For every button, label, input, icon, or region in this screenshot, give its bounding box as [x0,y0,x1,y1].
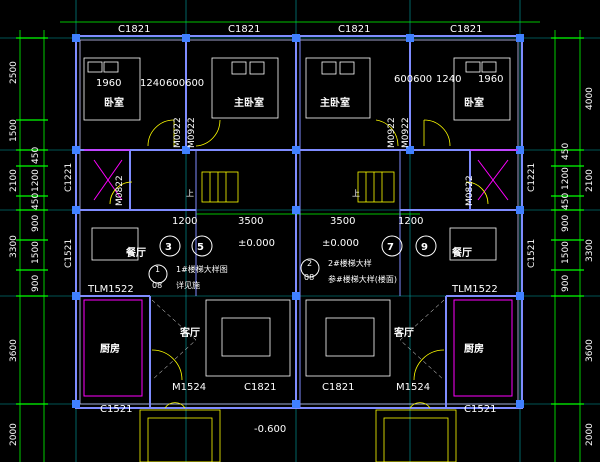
living-hatching [151,299,445,381]
dim-right-3: 1200 [561,167,571,190]
dim-right-9: 900 [561,275,571,292]
dim-left-12: 2000 [9,423,19,446]
dim-right-6: 900 [561,215,571,232]
window-side-1: C1221 [64,163,74,192]
dim-mid-4: 1200 [398,216,423,227]
dim-left-4: 450 [31,147,41,164]
room-living-right: 客厅 [393,326,414,339]
sliding-door-left: TLM1522 [87,284,134,295]
room-kitchen-left: 厨房 [100,342,120,355]
dim-top-left-2: 1240 [140,78,165,89]
dim-left-11: 3600 [9,339,19,362]
window-top-1: C1821 [118,24,150,35]
dim-top-right-2: 1240 [436,74,461,85]
door-m0922-4: M0922 [401,117,411,148]
window-side-3: C1221 [527,163,537,192]
window-bottom-1: C1521 [100,404,132,415]
window-bottom-2: C1821 [244,382,276,393]
window-top-4: C1821 [450,24,482,35]
dim-right-8: 3300 [585,239,595,262]
dim-top-right-1: 600600 [394,74,432,85]
columns [72,34,524,408]
stairs [201,171,395,203]
doors [109,119,489,409]
door-m0922-2: M0922 [187,117,197,148]
dim-right-1: 4000 [585,87,595,110]
dim-top-left-1: 1960 [96,78,121,89]
sliding-door-right: TLM1522 [451,284,498,295]
stair-note-4: 参#楼梯大样(楼面) [328,274,397,284]
window-side-4: C1521 [527,239,537,268]
door-m0922-1: M0922 [173,117,183,148]
window-bottom-3: C1821 [322,382,354,393]
circle-mark-7: 7 [387,242,394,253]
dim-mid-3: 3500 [330,216,355,227]
dim-left-3: 2100 [9,169,19,192]
stair-note-1: 1#楼梯大样图 [176,264,228,274]
dim-top-left-3: 600600 [166,78,204,89]
room-dining-left: 餐厅 [125,246,146,259]
door-m0922-3: M0922 [387,117,397,148]
circle-mark-3: 3 [165,242,172,253]
dim-mid-2: 3500 [238,216,263,227]
front-door-left: M1524 [172,382,206,393]
circle-mark-9: 9 [421,242,428,253]
room-kitchen-right: 厨房 [464,342,484,355]
dim-left-1: 2500 [9,61,19,84]
dim-left-10: 900 [31,275,41,292]
dimension-lines [16,21,584,462]
window-side-2: C1521 [64,239,74,268]
dim-right-11: 2000 [585,423,595,446]
dim-left-6: 450 [31,193,41,210]
section-mark-08-left: 08 [152,281,162,290]
dim-right-7: 1500 [561,241,571,264]
door-m0822-2: M0822 [465,175,475,206]
door-m0822-1: M0822 [115,175,125,206]
dim-left-5: 1200 [31,169,41,192]
dim-right-5: 450 [561,193,571,210]
dim-left-7: 900 [31,215,41,232]
window-top-3: C1821 [338,24,370,35]
room-master-right: 主卧室 [320,96,350,109]
room-master-left: 主卧室 [234,96,264,109]
dim-right-10: 3600 [585,339,595,362]
furniture-sofas [91,227,497,377]
stair-note-2: 2#楼梯大样 [328,258,372,268]
room-dining-right: 餐厅 [451,246,472,259]
dim-left-2: 1500 [9,119,19,142]
kitchen-outlines [83,149,518,397]
window-top-2: C1821 [228,24,260,35]
circle-marks [148,235,437,285]
circle-mark-5: 5 [197,242,204,253]
dim-right-4: 2100 [585,169,595,192]
section-mark-2: 2 [307,259,312,268]
room-living-left: 客厅 [179,326,200,339]
front-steps [139,409,457,462]
front-door-right: M1524 [396,382,430,393]
stair-up-left: 上 [186,189,194,198]
stair-up-right: 上 [352,189,360,198]
room-bedroom-right: 卧室 [464,96,484,109]
level-left: ±0.000 [238,238,275,249]
room-bedroom-left: 卧室 [104,96,124,109]
dim-left-8: 3300 [9,235,19,258]
section-mark-1: 1 [155,265,160,274]
section-mark-08-right: 08 [304,273,314,282]
dim-right-2: 450 [561,143,571,160]
window-bottom-4: C1521 [464,404,496,415]
stair-note-3: 详见施 [176,280,200,290]
dim-mid-1: 1200 [172,216,197,227]
furniture-beds [83,57,511,121]
dim-top-right-3: 1960 [478,74,503,85]
level-right: ±0.000 [322,238,359,249]
level-entrance: -0.600 [254,424,286,435]
dim-left-9: 1500 [31,241,41,264]
